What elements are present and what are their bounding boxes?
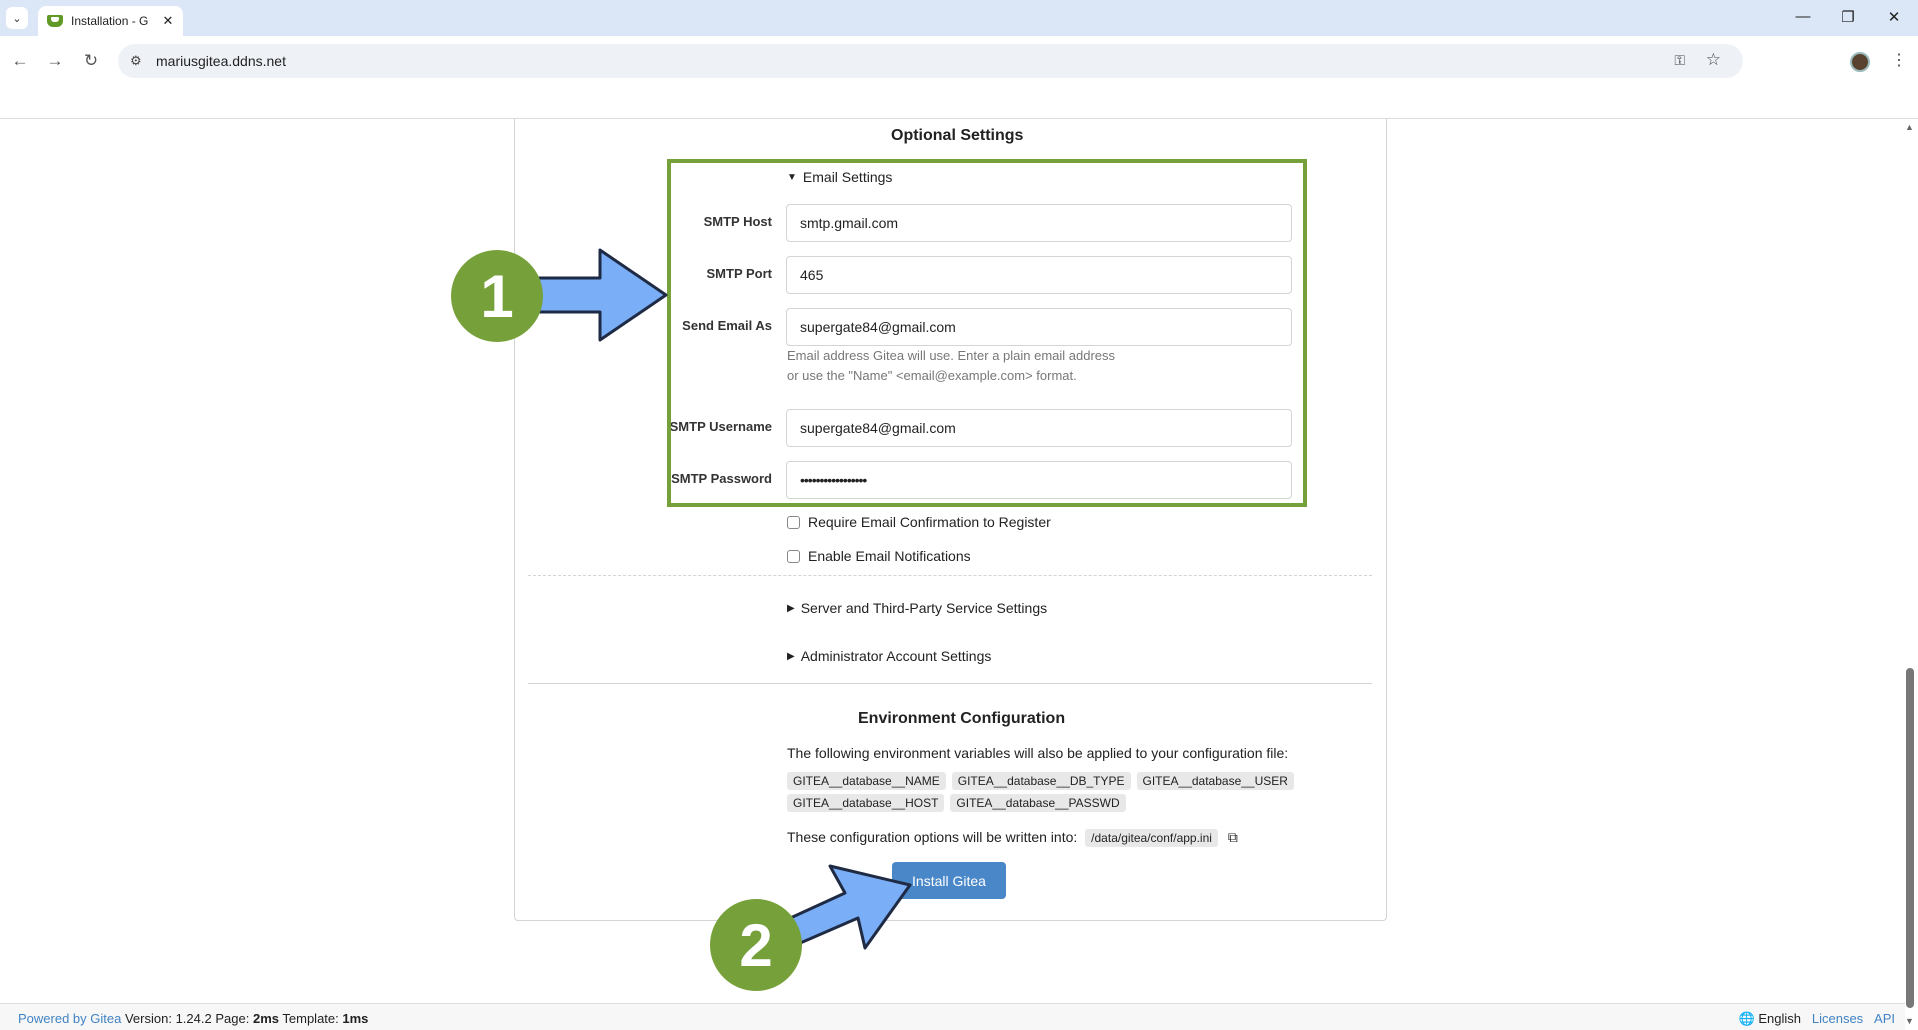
close-tab-icon[interactable]: ✕ — [162, 13, 174, 28]
footer-left: Powered by Gitea Version: 1.24.2 Page: 2… — [18, 1011, 368, 1026]
globe-icon: 🌐 — [1738, 1011, 1755, 1026]
collapsed-triangle-icon: ▶ — [787, 650, 795, 662]
require-email-confirmation-label: Require Email Confirmation to Register — [808, 514, 1051, 530]
site-info-icon[interactable]: ⚙ — [130, 53, 142, 68]
send-email-help-line2: or use the "Name" <email@example.com> fo… — [787, 368, 1077, 383]
expanded-triangle-icon: ▼ — [787, 171, 797, 183]
install-form-card — [514, 118, 1387, 921]
reload-icon[interactable]: ↻ — [83, 51, 99, 70]
browser-menu-icon[interactable]: ⋮ — [1891, 52, 1907, 69]
config-written-text: These configuration options will be writ… — [787, 829, 1078, 845]
send-email-as-label: Send Email As — [682, 318, 772, 333]
arrow-1-icon — [530, 248, 668, 342]
smtp-username-input[interactable]: supergate84@gmail.com — [786, 409, 1292, 447]
install-gitea-button[interactable]: Install Gitea — [892, 862, 1006, 899]
scroll-up-icon[interactable]: ▲ — [1905, 122, 1914, 132]
step-1-badge: 1 — [451, 250, 543, 342]
env-var-code: GITEA__database__DB_TYPE — [951, 772, 1131, 790]
env-var-code: GITEA__database__USER — [1136, 772, 1294, 790]
send-email-as-input[interactable]: supergate84@gmail.com — [786, 308, 1292, 346]
email-settings-highlight-box — [667, 159, 1307, 507]
enable-email-notifications-checkbox[interactable]: Enable Email Notifications — [787, 548, 971, 564]
email-settings-label: Email Settings — [802, 169, 893, 185]
config-written-line: These configuration options will be writ… — [787, 829, 1238, 847]
smtp-host-label: SMTP Host — [703, 214, 772, 229]
env-var-code: GITEA__database__NAME — [787, 772, 946, 790]
smtp-port-label: SMTP Port — [706, 266, 773, 281]
template-prefix: Template: — [282, 1011, 339, 1026]
smtp-port-input[interactable]: 465 — [786, 256, 1292, 294]
server-settings-toggle[interactable]: ▶ Server and Third-Party Service Setting… — [787, 600, 1047, 616]
env-vars-row1: GITEA__database__NAME GITEA__database__DB… — [787, 772, 1300, 790]
admin-settings-toggle[interactable]: ▶ Administrator Account Settings — [787, 648, 991, 664]
env-var-code: GITEA__database__PASSWD — [950, 794, 1126, 812]
bookmark-star-icon[interactable]: ☆ — [1705, 50, 1721, 69]
email-settings-toggle[interactable]: ▼ Email Settings — [787, 169, 892, 185]
checkbox-box[interactable] — [787, 549, 800, 563]
tab-title: Installation - G — [71, 14, 149, 28]
env-var-code: GITEA__database__HOST — [787, 794, 945, 812]
password-key-icon[interactable]: ⚿ — [1674, 52, 1685, 68]
smtp-host-input[interactable]: smtp.gmail.com — [786, 204, 1292, 242]
browser-tab[interactable]: Installation - G ✕ — [38, 6, 183, 36]
page-footer: Powered by Gitea Version: 1.24.2 Page: 2… — [0, 1003, 1905, 1030]
require-email-confirmation-checkbox[interactable]: Require Email Confirmation to Register — [787, 514, 1051, 530]
smtp-username-label: SMTP Username — [669, 419, 772, 434]
collapsed-triangle-icon: ▶ — [787, 602, 795, 614]
close-window-icon[interactable]: ✕ — [1887, 9, 1901, 26]
scroll-down-icon[interactable]: ▼ — [1905, 1016, 1914, 1026]
page-prefix: Page: — [215, 1011, 250, 1026]
footer-right: 🌐 English Licenses API — [1739, 1011, 1895, 1027]
smtp-password-label: SMTP Password — [671, 471, 772, 486]
version-prefix: Version: — [124, 1011, 172, 1026]
section-divider — [528, 683, 1372, 684]
checkbox-box[interactable] — [787, 515, 800, 529]
arrow-2-icon — [784, 864, 912, 950]
env-config-heading: Environment Configuration — [858, 710, 1066, 727]
smtp-password-input[interactable]: ••••••••••••••••• — [786, 461, 1292, 499]
powered-by-link[interactable]: Powered by Gitea — [18, 1011, 122, 1026]
env-vars-row2: GITEA__database__HOST GITEA__database__PA… — [787, 794, 1132, 812]
enable-email-notifications-label: Enable Email Notifications — [808, 548, 971, 564]
address-bar[interactable]: ⚙ mariusgitea.ddns.net ⚿ ☆ — [118, 44, 1743, 78]
page-time: 2ms — [252, 1011, 279, 1026]
env-description: The following environment variables will… — [787, 745, 1289, 761]
restore-icon[interactable]: ❐ — [1841, 9, 1855, 26]
version-value: 1.24.2 — [175, 1011, 212, 1026]
config-path-code: /data/gitea/conf/app.ini — [1085, 829, 1218, 847]
section-divider-dashed — [528, 575, 1372, 576]
profile-avatar[interactable] — [1850, 52, 1870, 72]
back-icon[interactable]: ← — [11, 51, 29, 70]
tab-search-button[interactable]: ⌄ — [6, 7, 28, 29]
admin-settings-label: Administrator Account Settings — [800, 648, 992, 664]
minimize-icon[interactable]: — — [1795, 8, 1811, 25]
forward-icon[interactable]: → — [46, 51, 64, 70]
gitea-favicon-icon — [47, 15, 63, 27]
toolbar-divider — [0, 118, 1918, 119]
scrollbar-thumb[interactable] — [1906, 668, 1914, 1008]
server-settings-label: Server and Third-Party Service Settings — [800, 600, 1048, 616]
optional-settings-heading: Optional Settings — [891, 127, 1024, 144]
send-email-help-line1: Email address Gitea will use. Enter a pl… — [787, 348, 1116, 363]
browser-toolbar: ← → ↻ ⚙ mariusgitea.ddns.net ⚿ ☆ ⋮ — [0, 36, 1918, 86]
language-selector[interactable]: English — [1758, 1011, 1802, 1026]
step-2-badge: 2 — [710, 899, 802, 991]
tab-strip: ⌄ Installation - G ✕ — ❐ ✕ — [0, 0, 1918, 36]
api-link[interactable]: API — [1874, 1011, 1895, 1026]
licenses-link[interactable]: Licenses — [1811, 1011, 1864, 1026]
url-text: mariusgitea.ddns.net — [156, 53, 286, 69]
template-time: 1ms — [342, 1011, 369, 1026]
copy-icon[interactable]: ⧉ — [1227, 829, 1238, 845]
